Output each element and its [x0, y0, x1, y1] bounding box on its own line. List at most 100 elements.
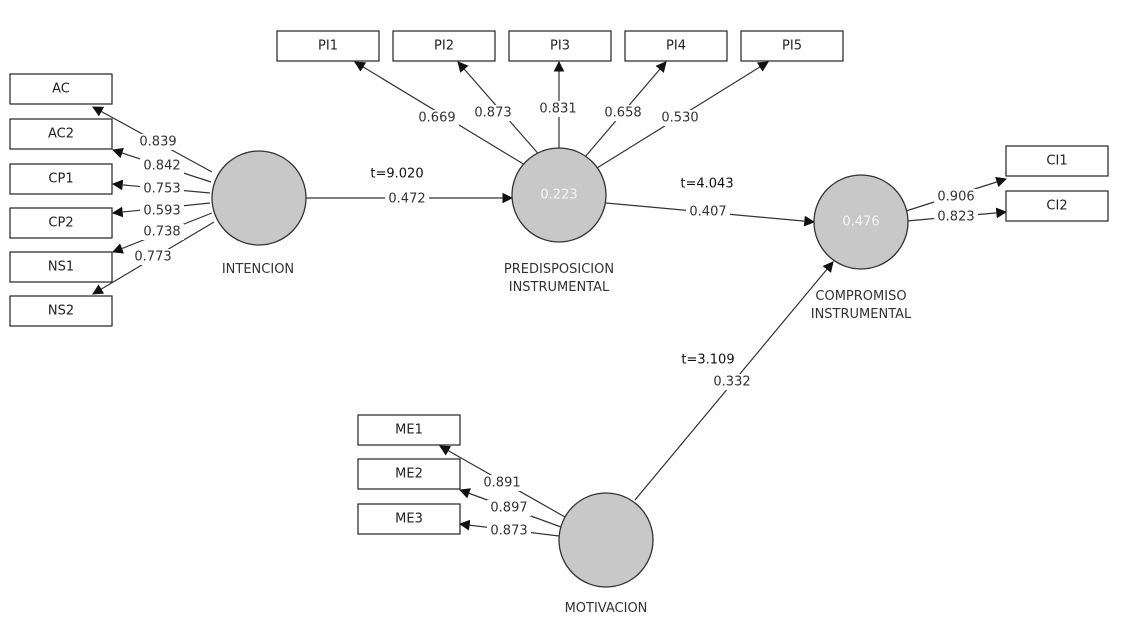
outer-loading-bg [415, 110, 459, 126]
indicator-label: PI5 [782, 39, 802, 54]
outer-loading-bg [140, 224, 184, 240]
indicator-box[interactable] [357, 503, 461, 535]
outer-loading: 0.839 [139, 135, 176, 150]
outer-loading-bg [536, 101, 580, 117]
indicator-box[interactable] [1005, 145, 1109, 177]
outer-loading-bg [480, 475, 524, 491]
construct-label: COMPROMISO [815, 289, 906, 304]
indicator-pi4[interactable]: PI4 [624, 30, 728, 62]
outer-loading-bg [487, 500, 531, 516]
outer-loading: 0.738 [143, 225, 180, 240]
indicator-box[interactable] [276, 30, 380, 62]
outer-loading-bg [140, 203, 184, 219]
indicator-box[interactable] [9, 118, 113, 150]
outer-loading-bg [934, 189, 978, 205]
indicator-label: PI1 [318, 39, 338, 54]
indicator-pi1[interactable]: PI1 [276, 30, 380, 62]
outer-loading-bg [140, 181, 184, 197]
outer-loading-bg [658, 110, 702, 126]
construct-circle[interactable] [558, 492, 654, 588]
construct-label: INTENCION [222, 262, 294, 277]
indicator-box[interactable] [357, 458, 461, 490]
t-value: t=9.020 [370, 167, 423, 182]
outer-loading: 0.897 [490, 501, 527, 516]
indicator-label: CI2 [1046, 199, 1067, 214]
construct-label: PREDISPOSICION [504, 262, 614, 277]
construct-label: INSTRUMENTAL [509, 280, 610, 295]
construct-label: MOTIVACION [565, 601, 648, 616]
path-coefficient: 0.332 [713, 375, 750, 390]
indicator-box[interactable] [1005, 190, 1109, 222]
indicator-cp2[interactable]: CP2 [9, 207, 113, 239]
indicator-box[interactable] [9, 73, 113, 105]
indicator-ns1[interactable]: NS1 [9, 251, 113, 283]
outer-loading: 0.842 [143, 159, 180, 174]
t-value: t=3.109 [681, 353, 734, 368]
indicator-label: NS1 [48, 260, 74, 275]
indicator-box[interactable] [9, 295, 113, 327]
construct-int[interactable]: INTENCION [211, 150, 307, 277]
construct-mot[interactable]: MOTIVACION [558, 492, 654, 616]
outer-loading: 0.891 [483, 476, 520, 491]
indicator-box[interactable] [508, 30, 612, 62]
outer-loading: 0.831 [539, 102, 576, 117]
indicator-me1[interactable]: ME1 [357, 414, 461, 446]
indicator-label: ME3 [395, 512, 423, 527]
indicator-pi5[interactable]: PI5 [740, 30, 844, 62]
outer-loading: 0.906 [937, 190, 974, 205]
indicator-label: NS2 [48, 304, 74, 319]
indicator-label: PI3 [550, 39, 570, 54]
indicator-pi2[interactable]: PI2 [392, 30, 496, 62]
construct-circle[interactable] [511, 147, 607, 243]
indicator-box[interactable] [624, 30, 728, 62]
outer-loading: 0.753 [143, 182, 180, 197]
path-coefficient-bg [710, 374, 754, 390]
indicator-box[interactable] [9, 207, 113, 239]
construct-label: INSTRUMENTAL [811, 307, 912, 322]
indicator-ci2[interactable]: CI2 [1005, 190, 1109, 222]
outer-loading-bg [136, 134, 180, 150]
indicator-box[interactable] [740, 30, 844, 62]
indicator-label: PI4 [666, 39, 686, 54]
outer-loading-bg [140, 158, 184, 174]
indicator-box[interactable] [392, 30, 496, 62]
indicator-label: AC [52, 82, 70, 97]
path-coefficient-bg [686, 204, 730, 220]
outer-loading-bg [934, 209, 978, 225]
indicator-label: CP2 [48, 216, 73, 231]
indicator-label: CI1 [1046, 154, 1067, 169]
indicator-ac2[interactable]: AC2 [9, 118, 113, 150]
r-squared: 0.476 [842, 215, 879, 230]
outer-loading: 0.669 [418, 111, 455, 126]
indicator-pi3[interactable]: PI3 [508, 30, 612, 62]
outer-loading-bg [601, 105, 645, 121]
outer-loading: 0.873 [490, 524, 527, 539]
indicator-label: PI2 [434, 39, 454, 54]
indicator-box[interactable] [9, 251, 113, 283]
indicator-label: CP1 [48, 172, 73, 187]
t-value: t=4.043 [680, 177, 733, 192]
indicator-ci1[interactable]: CI1 [1005, 145, 1109, 177]
outer-loading-bg [131, 249, 175, 265]
indicator-ac[interactable]: AC [9, 73, 113, 105]
outer-loading: 0.530 [661, 111, 698, 126]
outer-loading: 0.773 [134, 250, 171, 265]
path-coefficient: 0.407 [689, 205, 726, 220]
indicator-label: AC2 [48, 127, 74, 142]
indicator-box[interactable] [357, 414, 461, 446]
construct-circle[interactable] [813, 174, 909, 270]
indicator-ns2[interactable]: NS2 [9, 295, 113, 327]
r-squared: 0.223 [540, 188, 577, 203]
outer-loading: 0.823 [937, 210, 974, 225]
indicator-me3[interactable]: ME3 [357, 503, 461, 535]
indicator-cp1[interactable]: CP1 [9, 163, 113, 195]
outer-loading: 0.658 [604, 106, 641, 121]
indicator-me2[interactable]: ME2 [357, 458, 461, 490]
outer-loading: 0.873 [474, 106, 511, 121]
construct-circle[interactable] [211, 150, 307, 246]
indicator-box[interactable] [9, 163, 113, 195]
path-coefficient-bg [385, 191, 429, 207]
